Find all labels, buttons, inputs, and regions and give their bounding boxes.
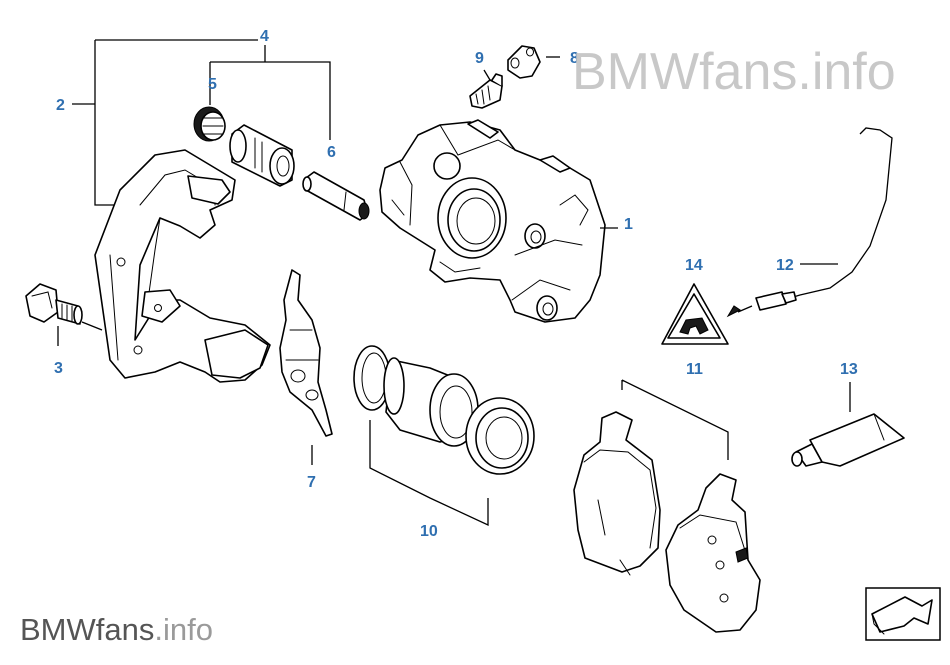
callout-5: 5 — [208, 76, 217, 93]
bracket-lines — [72, 39, 331, 206]
callout-11: 11 — [686, 361, 703, 378]
callout-4: 4 — [260, 28, 269, 45]
piston-seal-part — [353, 345, 535, 527]
callout-13: 13 — [840, 361, 858, 378]
callout-6: 6 — [327, 144, 336, 161]
bolt-part — [25, 283, 103, 346]
watermark-top: BMWfans.info — [572, 43, 896, 101]
callout-14: 14 — [685, 257, 703, 274]
caliper-carrier-part — [94, 149, 271, 383]
callout-8: 8 — [570, 50, 579, 67]
guide-sleeve-part — [229, 124, 295, 187]
callout-labels: 1 2 3 4 5 6 7 8 9 10 11 12 13 14 — [54, 28, 858, 540]
bushing-part — [193, 106, 226, 142]
callout-10: 10 — [420, 523, 438, 540]
callout-7: 7 — [307, 474, 316, 491]
watermark-brand: BMWfans — [20, 612, 155, 647]
brake-pads-part — [573, 379, 761, 633]
brake-warning-triangle-icon — [661, 283, 729, 345]
callout-9: 9 — [475, 50, 484, 67]
callout-2: 2 — [56, 97, 65, 114]
guide-pin-part — [302, 171, 370, 221]
watermark-bottom: BMWfans.info — [20, 612, 213, 648]
return-arrow-icon[interactable] — [865, 587, 941, 641]
callout-1: 1 — [624, 216, 633, 233]
grease-tube-part — [791, 382, 905, 467]
callout-12: 12 — [776, 257, 794, 274]
spring-clip-part — [279, 269, 333, 465]
bleeder-cap-part — [507, 45, 560, 79]
bleeder-screw-part — [469, 69, 503, 109]
callout-3: 3 — [54, 360, 63, 377]
wear-sensor-part — [726, 127, 893, 318]
caliper-housing-part — [379, 119, 618, 323]
watermark-suffix: .info — [154, 612, 213, 647]
